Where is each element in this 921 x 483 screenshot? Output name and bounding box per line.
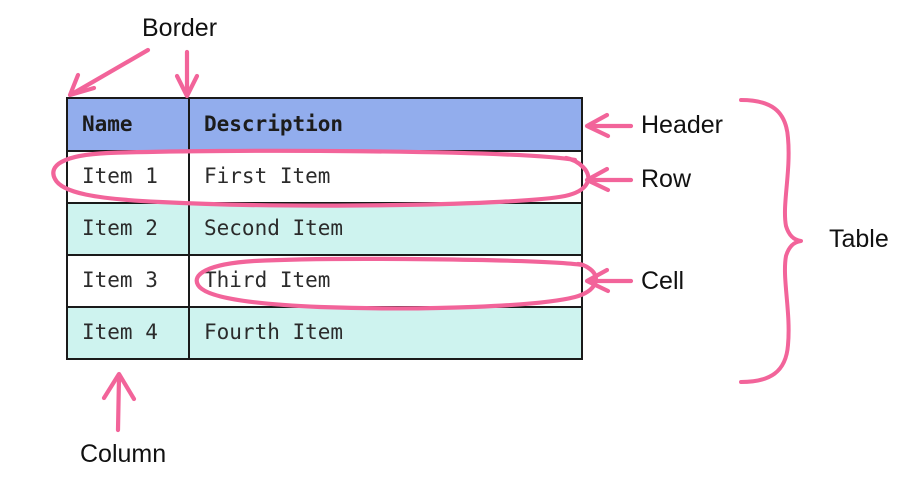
table-row: Item 4 Fourth Item [66,306,583,360]
table-row: Item 1 First Item [66,150,583,204]
header-cell-description: Description [188,97,583,152]
table-brace-icon [739,98,803,384]
cell-description: Fourth Item [188,306,583,360]
table-row: Item 2 Second Item [66,202,583,256]
cell-name: Item 2 [66,202,190,256]
row-arrow-icon [584,166,634,193]
annotation-label-cell: Cell [641,267,685,295]
border-arrow-corner-icon [67,47,151,98]
column-arrow-icon [101,371,137,433]
demo-table: Name Description Item 1 First Item Item … [66,97,583,360]
cell-name: Item 4 [66,306,190,360]
annotation-label-table: Table [829,225,889,253]
cell-description: Second Item [188,202,583,256]
table-header: Name Description [66,97,583,152]
header-cell-name: Name [66,97,190,152]
header-arrow-icon [584,112,634,139]
cell-arrow-icon [584,267,634,294]
annotation-label-column: Column [80,440,167,468]
cell-name: Item 3 [66,254,190,308]
cell-name: Item 1 [66,150,190,204]
cell-description: Third Item [188,254,583,308]
table-container: Name Description Item 1 First Item Item … [66,97,583,360]
border-arrow-divider-icon [174,49,200,99]
cell-description: First Item [188,150,583,204]
annotation-label-row: Row [641,165,692,193]
table-body: Item 1 First Item Item 2 Second Item Ite… [66,150,583,360]
annotation-label-header: Header [641,111,723,139]
table-row: Item 3 Third Item [66,254,583,308]
annotation-label-border: Border [142,14,218,42]
header-row: Name Description [66,97,583,152]
